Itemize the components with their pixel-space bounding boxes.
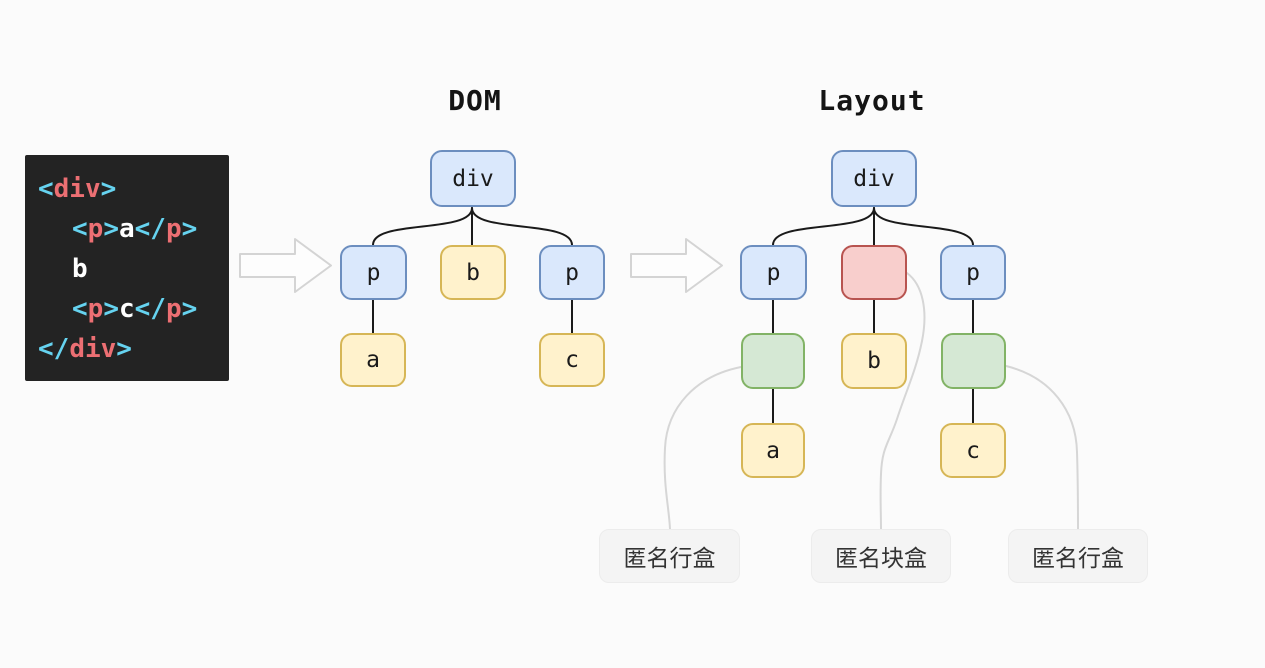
code-token-tag: div [53, 174, 101, 204]
dom-node-p-right: p [539, 245, 605, 300]
code-token-punct: > [103, 214, 119, 244]
dom-node-div: div [430, 150, 516, 207]
dom-to-layout-arrow [630, 238, 723, 293]
layout-tree-title: Layout [818, 84, 926, 117]
layout-node-p-right: p [940, 245, 1006, 300]
layout-node-c: c [940, 423, 1006, 478]
annotation-anonymous-inline-box-left: 匿名行盒 [599, 529, 740, 583]
code-token-punct: > [100, 174, 117, 204]
code-token-punct: > [181, 294, 198, 324]
dom-tree-title: DOM [448, 84, 502, 117]
layout-node-anonymous-block [841, 245, 907, 300]
code-to-dom-arrow [239, 238, 332, 293]
code-token-punct: < [38, 174, 54, 204]
code-token-tag: div [69, 334, 117, 364]
layout-tree-edges [772, 207, 974, 424]
dom-node-p-left: p [340, 245, 407, 300]
dom-node-c: c [539, 333, 605, 387]
code-token-plain: b [72, 254, 88, 284]
layout-node-anonymous-inline-right [941, 333, 1006, 389]
code-token-tag: p [87, 214, 104, 244]
code-token-punct: < [72, 294, 88, 324]
layout-node-a: a [741, 423, 805, 478]
code-block: <div><p>a</p>b<p>c</p></div> [25, 155, 229, 381]
layout-node-b: b [841, 333, 907, 389]
code-line: <p>a</p> [38, 209, 229, 249]
annotation-anonymous-inline-box-right: 匿名行盒 [1008, 529, 1148, 583]
code-token-punct: </ [134, 214, 166, 244]
code-token-tag: p [87, 294, 104, 324]
code-token-punct: > [116, 334, 132, 364]
annotation-connectors [663, 272, 1079, 530]
dom-node-b: b [440, 245, 506, 300]
dom-node-a: a [340, 333, 406, 387]
code-token-punct: </ [38, 334, 70, 364]
layout-node-p-left: p [740, 245, 807, 300]
code-line: <div> [38, 169, 229, 209]
code-token-punct: </ [134, 294, 166, 324]
annotation-anonymous-block-box: 匿名块盒 [811, 529, 951, 583]
code-token-plain: c [118, 294, 135, 324]
code-token-plain: a [118, 214, 135, 244]
code-token-punct: > [181, 214, 198, 244]
layout-node-div: div [831, 150, 917, 207]
code-line: <p>c</p> [38, 289, 229, 329]
code-token-tag: p [165, 294, 182, 324]
code-line: </div> [38, 329, 229, 369]
code-line: b [38, 249, 229, 289]
code-token-punct: < [72, 214, 88, 244]
code-token-punct: > [103, 294, 119, 324]
layout-node-anonymous-inline-left [741, 333, 805, 389]
code-token-tag: p [165, 214, 182, 244]
